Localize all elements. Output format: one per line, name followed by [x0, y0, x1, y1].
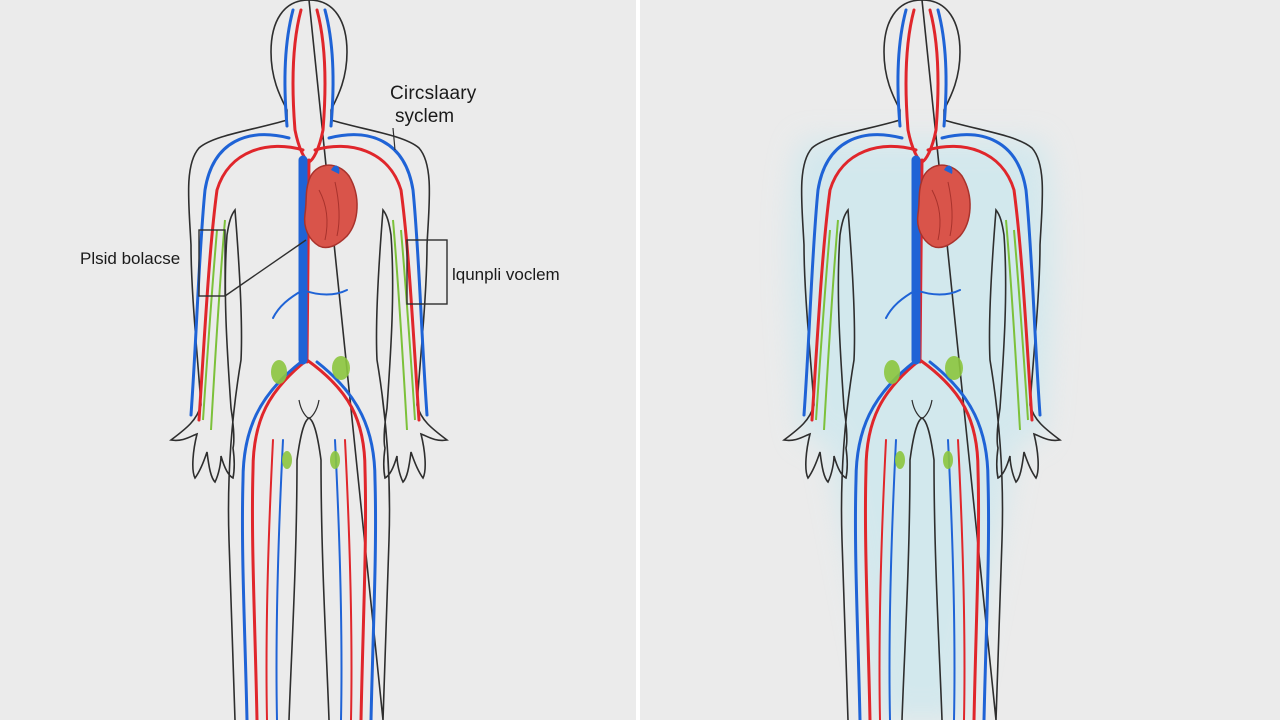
circulatory-system-label-line2: syclem	[395, 106, 455, 127]
circulatory-system-label-line1: Circslaary	[390, 83, 477, 104]
callout-circulatory	[392, 127, 396, 151]
callout-lymph-system	[406, 239, 448, 305]
fluid-balance-label: Plsid bolacse	[80, 249, 181, 268]
lymph-system-label: lqunpli voclem	[452, 265, 560, 284]
panel-divider	[636, 0, 640, 720]
callout-fluid-balance	[198, 229, 307, 297]
